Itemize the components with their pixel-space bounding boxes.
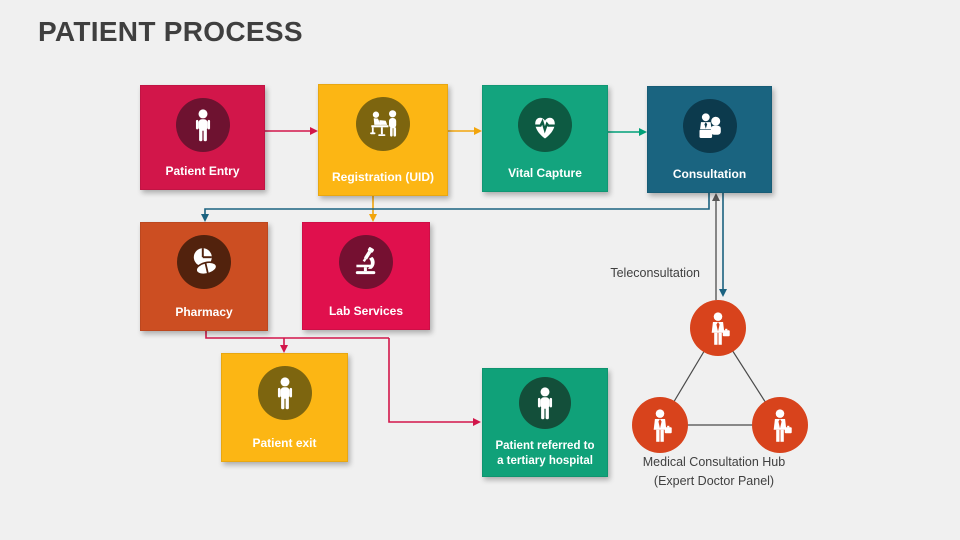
- doctor-patient-icon: [699, 113, 721, 138]
- hub-doctor-right: [752, 397, 808, 453]
- consultation-label: Consultation: [672, 167, 747, 181]
- pharmacy-label: Pharmacy: [175, 305, 233, 319]
- arrowhead-hub-to-consultation: [712, 193, 720, 201]
- patient-exit-icon-circle: [257, 366, 312, 420]
- line-consultation-to-pharmacy: [204, 193, 710, 217]
- arrowhead-to-patient-exit: [280, 345, 288, 353]
- vital-capture-icon-circle: [518, 98, 572, 152]
- hub-label: Medical Consultation Hub (Expert Doctor …: [600, 453, 828, 491]
- registration-desk-icon: [370, 110, 397, 137]
- arrowhead-registration-to-lab: [369, 214, 377, 222]
- arrowhead-to-referred: [473, 418, 481, 426]
- hub-label-line2: (Expert Doctor Panel): [653, 474, 775, 488]
- doctor-icon: [653, 409, 672, 442]
- person-icon: [277, 377, 292, 410]
- line-pharmacy-branch: [205, 331, 389, 339]
- person-icon: [537, 387, 553, 420]
- hub-doctor-left: [632, 397, 688, 453]
- teleconsultation-label: Teleconsultation: [610, 266, 700, 280]
- arrowhead-vital-to-consultation: [639, 128, 647, 136]
- registration-icon-circle: [356, 97, 410, 151]
- node-pharmacy: Pharmacy: [140, 222, 268, 331]
- pills-icon: [193, 248, 218, 276]
- line-to-referred: [388, 338, 476, 423]
- node-patient-exit: Patient exit: [221, 353, 348, 462]
- registration-label: Registration (UID): [332, 170, 434, 184]
- doctor-icon: [711, 312, 730, 345]
- node-consultation: Consultation: [647, 86, 772, 193]
- patient-exit-label: Patient exit: [252, 436, 317, 450]
- patient-referred-label: Patient referred to a tertiary hospital: [483, 439, 607, 469]
- arrowhead-consultation-to-hub: [719, 289, 727, 297]
- patient-referred-label-line2: a tertiary hospital: [497, 455, 593, 468]
- patient-entry-label: Patient Entry: [165, 164, 240, 178]
- arrowhead-registration-to-vital: [474, 127, 482, 135]
- hub-label-line1: Medical Consultation Hub: [642, 455, 786, 469]
- patient-referred-label-line1: Patient referred to: [495, 440, 595, 453]
- lab-services-label: Lab Services: [328, 304, 404, 318]
- node-vital-capture: Vital Capture: [482, 85, 608, 192]
- page-title: PATIENT PROCESS: [38, 16, 303, 47]
- patient-entry-icon-circle: [175, 98, 230, 152]
- patient-referred-icon-circle: [519, 377, 571, 429]
- lab-services-icon-circle: [339, 235, 393, 289]
- hub-doctor-top: [690, 300, 746, 356]
- vital-capture-label: Vital Capture: [508, 166, 582, 180]
- pharmacy-icon-circle: [177, 235, 231, 289]
- doctor-icon: [773, 409, 792, 442]
- node-patient-referred: Patient referred to a tertiary hospital: [482, 368, 608, 477]
- arrowhead-entry-to-registration: [310, 127, 318, 135]
- heart-ecg-icon: [534, 117, 556, 139]
- node-patient-entry: Patient Entry: [140, 85, 265, 190]
- person-icon: [195, 109, 210, 142]
- node-registration: Registration (UID): [318, 84, 448, 196]
- consultation-icon-circle: [682, 99, 737, 153]
- microscope-icon: [355, 247, 376, 275]
- node-lab-services: Lab Services: [302, 222, 430, 330]
- arrowhead-consultation-to-pharmacy: [201, 214, 209, 222]
